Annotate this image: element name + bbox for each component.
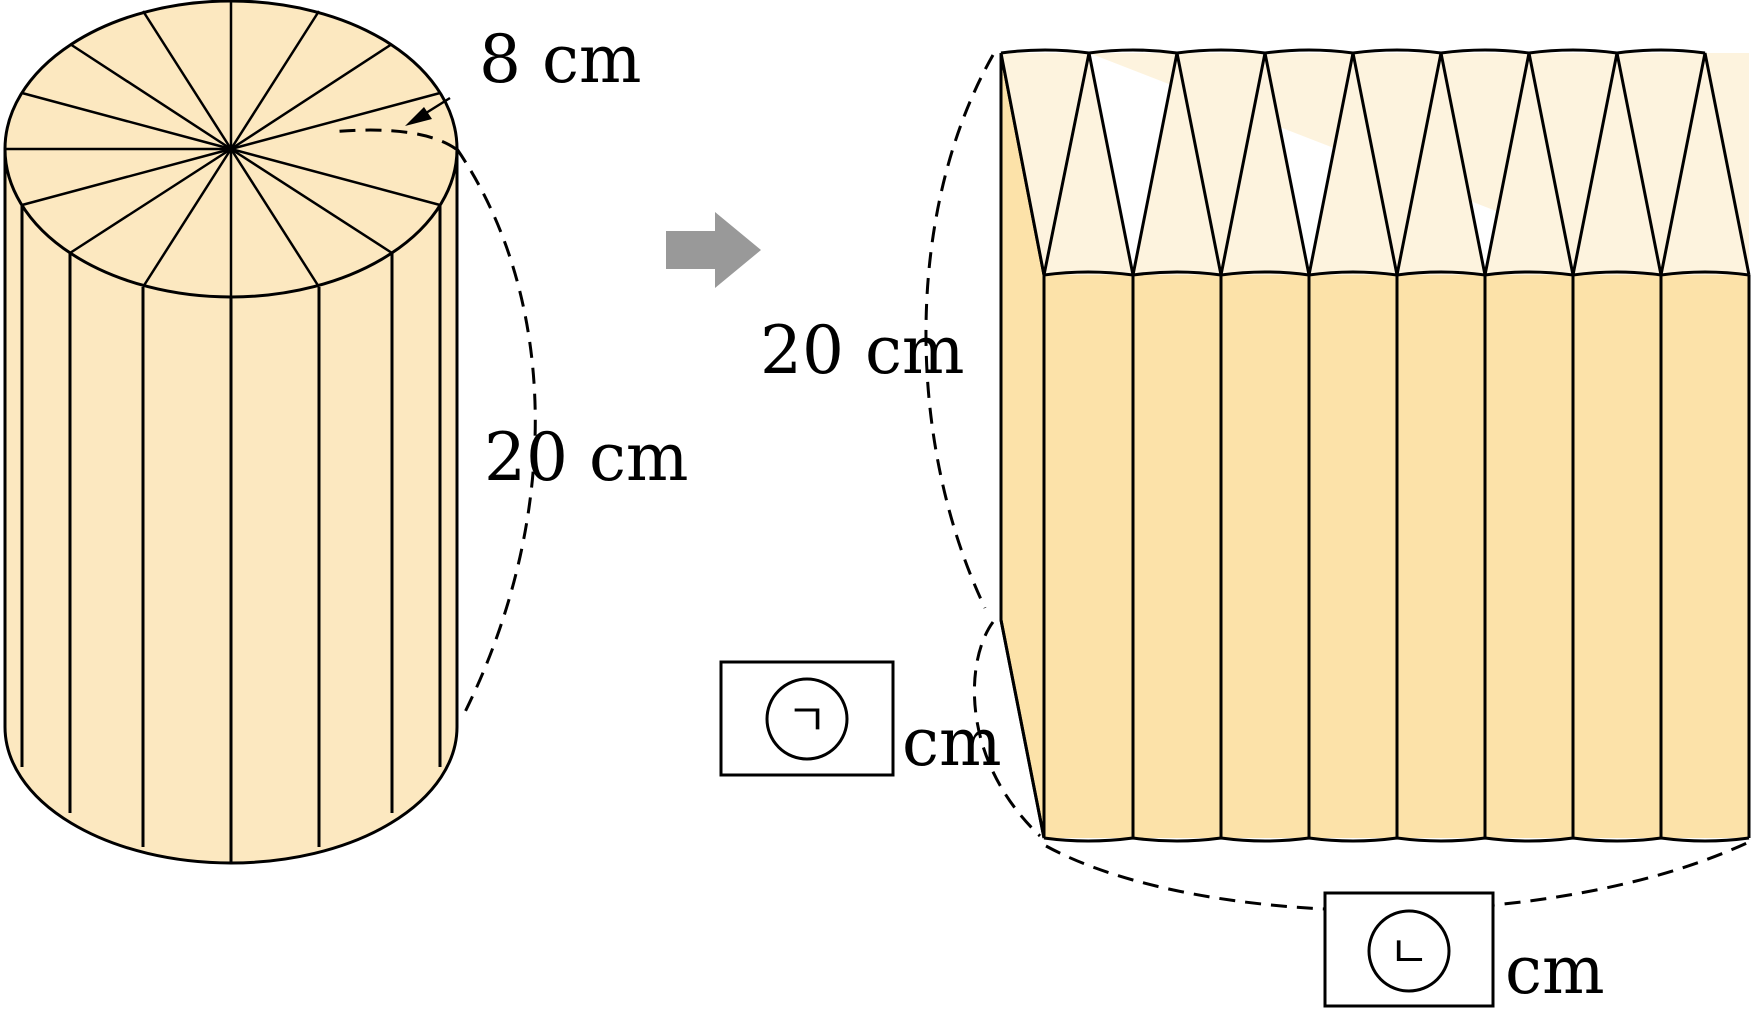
radius-label: 8 cm bbox=[479, 21, 642, 98]
cylinder: 8 cm 20 cm bbox=[3, 0, 689, 865]
prism-left-bottom-edge bbox=[999, 619, 1046, 839]
rearranged-prism: 20 cm ㄱ cm ㄴ cm bbox=[719, 48, 1751, 1009]
right-arrow-icon bbox=[666, 212, 761, 288]
prism-height-label: 20 cm bbox=[760, 312, 965, 389]
answer-box-b-letter: ㄴ bbox=[1389, 927, 1429, 978]
prism-strip-lines bbox=[999, 53, 1751, 838]
prism-top-strip-extra bbox=[1089, 53, 1705, 275]
radius-dashed-curve bbox=[329, 128, 457, 151]
answer-box-a-circle bbox=[765, 677, 849, 761]
cylinder-strip-lines bbox=[20, 205, 442, 863]
prism-bottom-arc-edge bbox=[1043, 836, 1750, 843]
prism-slant-dashed-curve bbox=[972, 621, 1042, 838]
answer-a-unit: cm bbox=[902, 704, 1002, 781]
cylinder-height-label: 20 cm bbox=[484, 419, 689, 496]
prism-zigzag-edges bbox=[999, 52, 1751, 276]
cylinder-height-dashed-curve bbox=[455, 148, 537, 713]
answer-box-b: ㄴ bbox=[1323, 891, 1495, 1008]
answer-b-unit: cm bbox=[1505, 932, 1605, 1009]
prism-top-arc-edge bbox=[1000, 48, 1706, 55]
answer-box-a-letter: ㄱ bbox=[787, 695, 827, 746]
answer-box-b-circle bbox=[1367, 909, 1451, 993]
radius-arrowhead-icon bbox=[405, 107, 432, 126]
cylinder-sector-lines bbox=[5, 1, 441, 297]
answer-box-a: ㄱ bbox=[719, 660, 895, 777]
